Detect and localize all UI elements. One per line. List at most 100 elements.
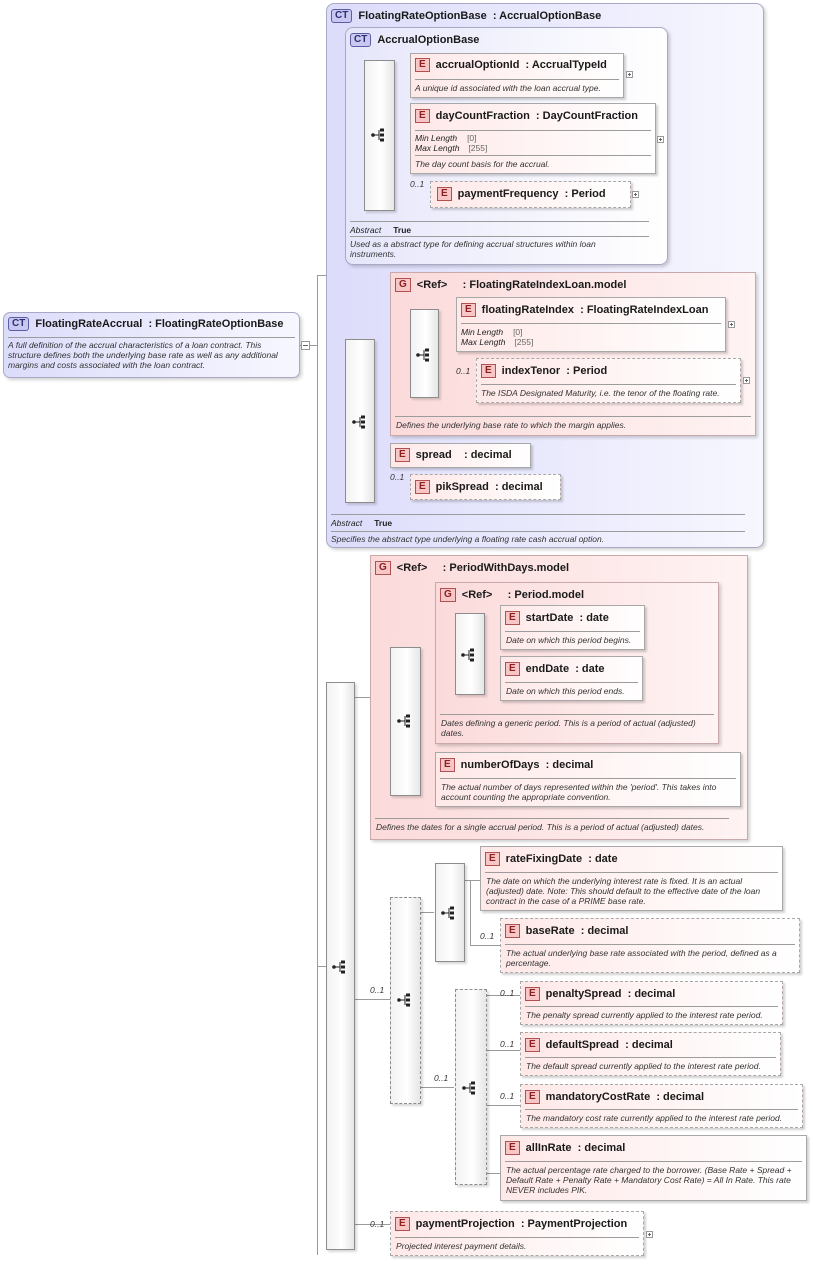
element-type: : decimal [625, 1039, 673, 1051]
expand-icon[interactable] [646, 1231, 653, 1238]
expand-icon[interactable] [657, 136, 664, 143]
sequence-compositor[interactable] [410, 309, 439, 398]
element-type: : AccrualTypeId [525, 59, 607, 71]
sequence-compositor[interactable] [326, 682, 355, 1250]
collapse-toggle-icon[interactable] [301, 341, 310, 350]
sequence-compositor[interactable] [364, 60, 395, 211]
element-name: paymentFrequency [457, 188, 559, 200]
element-type: : date [588, 853, 618, 865]
expand-icon[interactable] [743, 377, 750, 384]
root-description: A full definition of the accrual charact… [8, 340, 278, 370]
sequence-icon [397, 993, 410, 1007]
cardinality-label: 0..1 [434, 1073, 449, 1083]
base-name: FloatingRateOptionBase [358, 10, 487, 22]
element-badge: E [525, 987, 540, 1001]
cardinality-label: 0..1 [500, 988, 515, 998]
element-badge: E [395, 1217, 410, 1231]
element-name: pikSpread [435, 481, 489, 493]
element-name: paymentProjection [415, 1218, 515, 1230]
sequence-compositor[interactable] [390, 897, 421, 1104]
element-description: The default spread currently applied to … [526, 1061, 761, 1071]
element-type: : decimal [463, 449, 512, 461]
group-ref: <Ref> [416, 279, 448, 291]
element-name: penaltySpread [545, 988, 622, 1000]
element-badge: E [461, 303, 476, 317]
element-badge: E [481, 364, 496, 378]
expand-icon[interactable] [632, 191, 639, 198]
max-length-facet: Max Length[255] [461, 337, 534, 347]
sequence-compositor[interactable] [455, 613, 485, 695]
complex-type-badge: CT [350, 33, 372, 47]
element-name: numberOfDays [460, 759, 540, 771]
group-description: Dates defining a generic period. This is… [441, 718, 696, 738]
element-badge: E [437, 187, 452, 201]
element-description: The actual percentage rate charged to th… [506, 1165, 792, 1195]
group-ref: <Ref> [396, 562, 428, 574]
cardinality-label: 0..1 [500, 1091, 515, 1101]
element-description: A unique id associated with the loan acc… [415, 83, 601, 93]
element-name: defaultSpread [545, 1039, 620, 1051]
element-badge: E [415, 480, 430, 494]
sequence-icon [352, 415, 365, 429]
cardinality-label: 0..1 [500, 1039, 515, 1049]
group-description: Defines the underlying base rate to whic… [396, 420, 627, 430]
group-description: Defines the dates for a single accrual p… [376, 822, 705, 832]
sequence-compositor[interactable] [455, 989, 487, 1185]
element-description: The day count basis for the accrual. [415, 159, 550, 169]
sequence-compositor[interactable] [345, 339, 375, 503]
expand-icon[interactable] [728, 321, 735, 328]
cardinality-label: 0..1 [370, 985, 385, 995]
base-description: Specifies the abstract type underlying a… [331, 534, 605, 544]
element-badge: E [525, 1038, 540, 1052]
element-badge: E [415, 58, 430, 72]
element-type: : decimal [494, 481, 543, 493]
element-type: : FloatingRateIndexLoan [580, 304, 709, 316]
accrual-base-name: AccrualOptionBase [377, 34, 480, 46]
element-badge: E [485, 852, 500, 866]
group-name: : FloatingRateIndexLoan.model [462, 279, 627, 291]
element-description: Projected interest payment details. [396, 1241, 527, 1251]
cardinality-label: 0..1 [480, 931, 495, 941]
expand-icon[interactable] [626, 71, 633, 78]
element-type: : date [579, 612, 609, 624]
complex-type-badge: CT [331, 9, 353, 23]
element-type: : decimal [627, 988, 676, 1000]
sequence-compositor[interactable] [435, 863, 465, 962]
element-badge: E [395, 448, 410, 462]
element-badge: E [525, 1090, 540, 1104]
element-type: : Period [564, 188, 606, 200]
root-type: : FloatingRateOptionBase [148, 318, 284, 330]
element-badge: E [505, 1141, 520, 1155]
element-name: spread [415, 449, 452, 461]
element-description: The actual underlying base rate associat… [506, 948, 777, 968]
min-length-facet: Min Length[0] [461, 327, 523, 337]
group-badge: G [375, 561, 391, 575]
element-description: The mandatory cost rate currently applie… [526, 1113, 783, 1123]
element-badge: E [440, 758, 455, 772]
group-ref: <Ref> [461, 589, 493, 601]
element-name: baseRate [525, 925, 575, 937]
element-description: The date on which the underlying interes… [486, 876, 761, 906]
sequence-compositor[interactable] [390, 647, 421, 796]
element-description: Date on which this period ends. [506, 686, 625, 696]
